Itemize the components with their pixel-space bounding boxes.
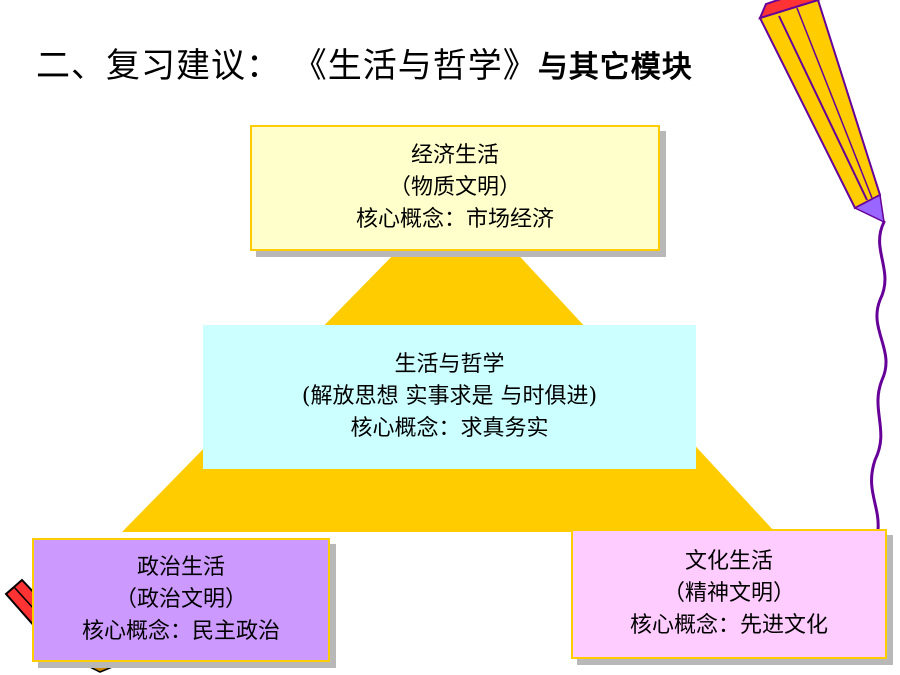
- life-and-philosophy-core-concept: 核心概念：求真务实: [350, 415, 549, 441]
- cultural-life-core-concept: 核心概念：先进文化: [629, 612, 828, 638]
- political-life-heading: 政治生活: [136, 555, 225, 581]
- life-and-philosophy-subtitle: (解放思想 实事求是 与时俱进): [301, 384, 598, 410]
- cultural-life-heading: 文化生活: [684, 549, 773, 575]
- page-title-tail: 与其它模块: [537, 50, 693, 85]
- economic-life-core-concept: 核心概念：市场经济: [355, 206, 554, 232]
- page-title: 二、复习建议： 《生活与哲学》与其它模块: [36, 38, 693, 87]
- economic-life-heading: 经济生活: [410, 143, 499, 169]
- economic-life-box: 经济生活 （物质文明） 核心概念：市场经济: [250, 125, 660, 251]
- cultural-life-subtitle: （精神文明）: [662, 581, 795, 607]
- economic-life-subtitle: （物质文明）: [388, 175, 521, 201]
- political-life-box: 政治生活 （政治文明） 核心概念：民主政治: [32, 538, 330, 662]
- life-and-philosophy-heading: 生活与哲学: [394, 352, 505, 378]
- life-and-philosophy-box: 生活与哲学 (解放思想 实事求是 与时俱进) 核心概念：求真务实: [203, 325, 696, 469]
- political-life-subtitle: （政治文明）: [114, 587, 247, 613]
- pencil-icon: [758, 0, 888, 532]
- political-life-core-concept: 核心概念：民主政治: [81, 618, 280, 644]
- page-title-main: 二、复习建议： 《生活与哲学》: [36, 46, 538, 86]
- cultural-life-box: 文化生活 （精神文明） 核心概念：先进文化: [571, 529, 887, 659]
